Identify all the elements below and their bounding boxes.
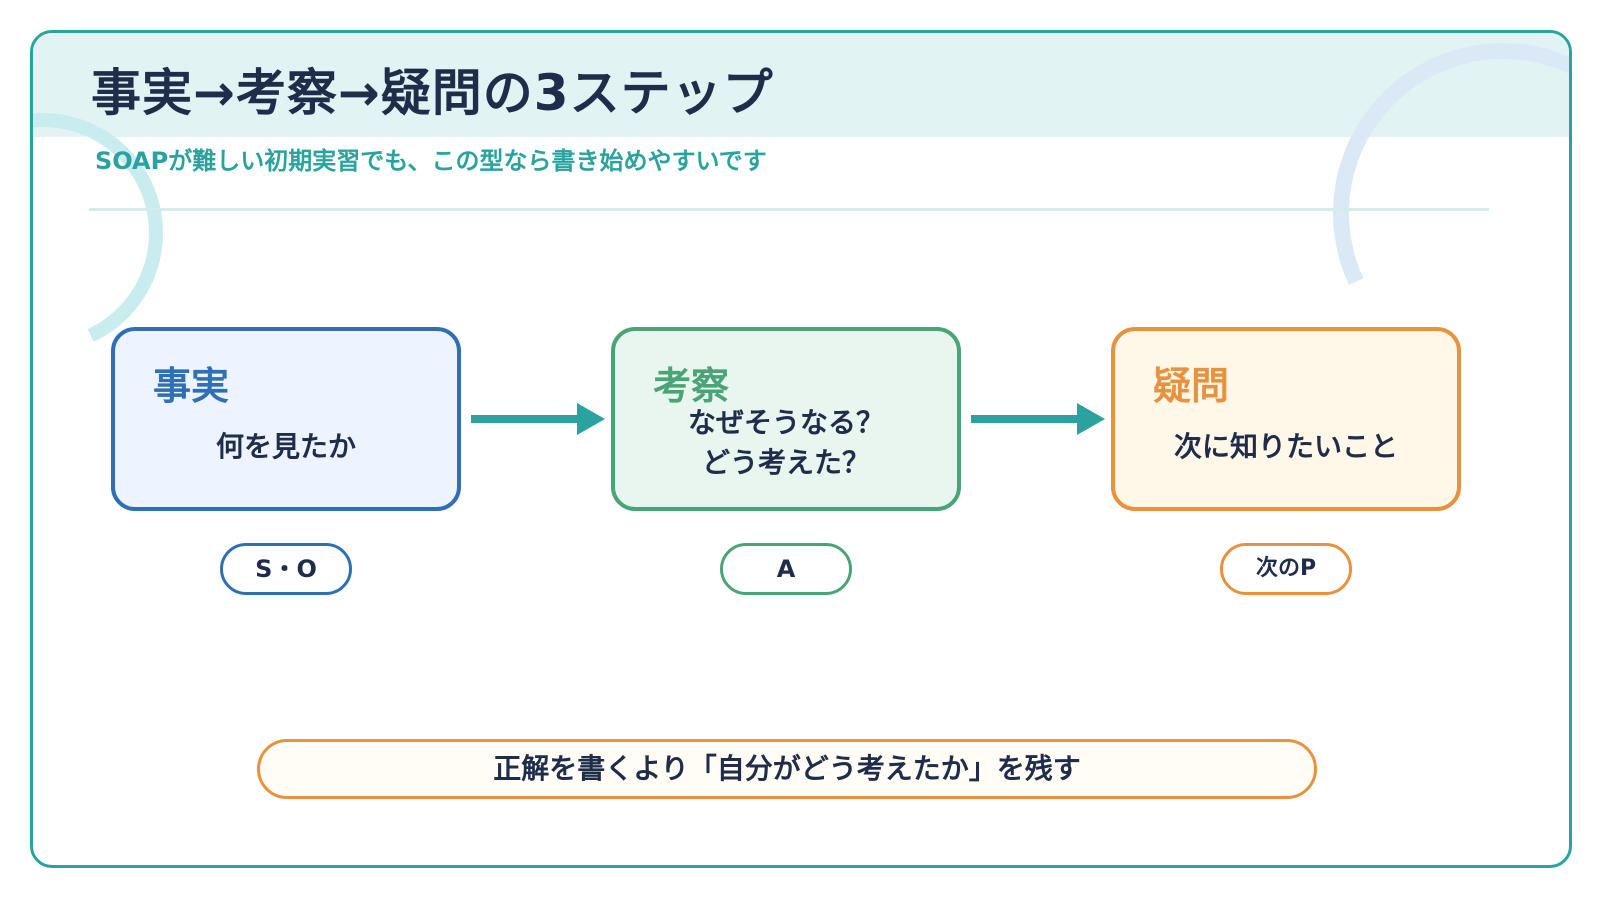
step-card-reflection: 考察 なぜそうなる？ どう考えた？ — [611, 327, 961, 511]
step-card-question: 疑問 次に知りたいこと — [1111, 327, 1461, 511]
tag-pill-question: 次のP — [1220, 543, 1352, 595]
step-description-reflection: なぜそうなる？ どう考えた？ — [615, 403, 957, 483]
step-description-line-2: どう考えた？ — [701, 446, 870, 479]
page-title: 事実→考察→疑問の3ステップ — [91, 64, 774, 122]
step-description-facts: 何を見たか — [215, 430, 356, 463]
step-description-question: 次に知りたいこと — [1173, 430, 1398, 463]
title-divider — [89, 208, 1489, 211]
slide-frame: 事実→考察→疑問の3ステップ SOAPが難しい初期実習でも、この型なら書き始めや… — [30, 30, 1572, 868]
summary-banner: 正解を書くより「自分がどう考えたか」を残す — [257, 739, 1317, 799]
flow-arrow-icon — [971, 403, 1105, 435]
title-band — [33, 33, 1569, 137]
step-description-line-1: なぜそうなる？ — [687, 406, 884, 439]
step-heading-reflection: 考察 — [653, 364, 730, 408]
flow-arrow-icon — [471, 403, 605, 435]
tag-pill-facts: S・O — [220, 543, 352, 595]
page-subtitle: SOAPが難しい初期実習でも、この型なら書き始めやすいです — [95, 147, 767, 175]
step-card-facts: 事実 何を見たか — [111, 327, 461, 511]
step-heading-facts: 事実 — [153, 364, 230, 408]
tag-pill-reflection: A — [720, 543, 852, 595]
step-heading-question: 疑問 — [1153, 364, 1230, 408]
